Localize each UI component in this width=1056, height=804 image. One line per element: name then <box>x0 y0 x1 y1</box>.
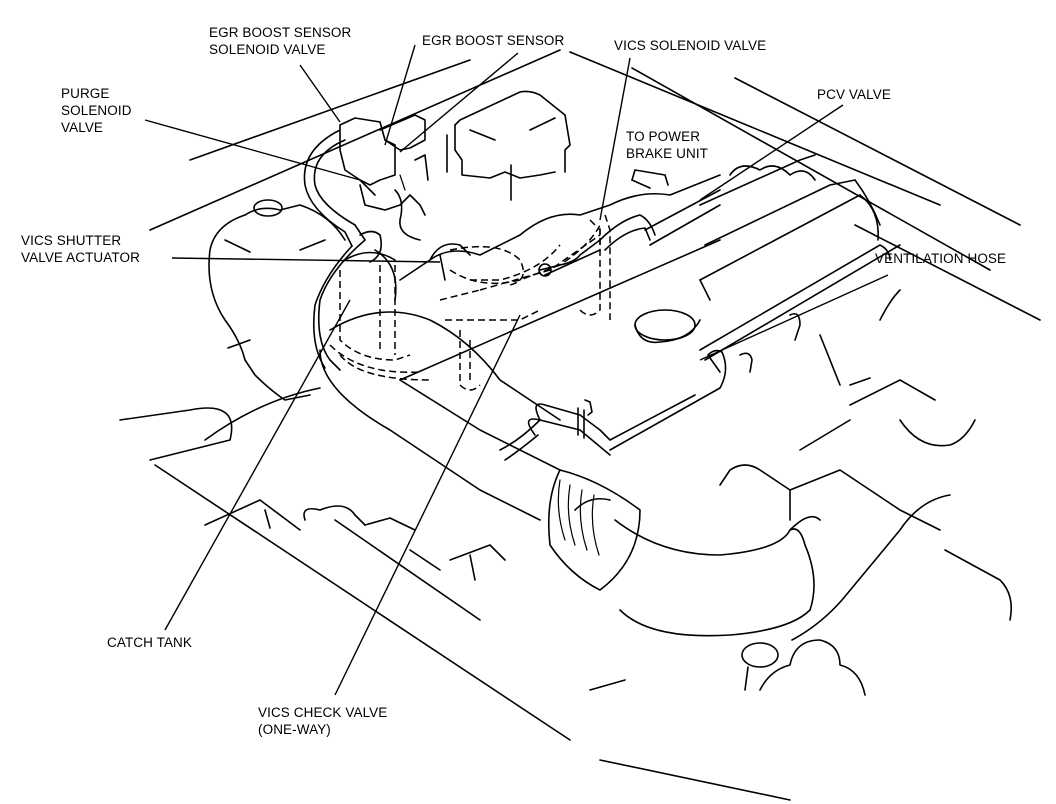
leader-lines <box>144 44 889 696</box>
solenoid-valve-cluster <box>339 114 429 241</box>
label-line: BRAKE UNIT <box>626 146 709 161</box>
label-line: PURGE <box>61 86 110 101</box>
catch-tank <box>329 251 431 381</box>
label-ventilation-hose: VENTILATION HOSE <box>875 250 1006 267</box>
label-line: SOLENOID VALVE <box>209 42 326 57</box>
label-line: PCV VALVE <box>817 87 891 102</box>
leader-egr-boost-sensor-a <box>384 44 416 146</box>
cylinder-head-cover <box>399 154 901 386</box>
label-line: EGR BOOST SENSOR <box>209 25 352 40</box>
label-line: SOLENOID <box>61 103 132 118</box>
label-catch-tank: CATCH TANK <box>107 634 192 651</box>
label-purge-solenoid-valve: PURGE SOLENOID VALVE <box>61 85 132 136</box>
intake-air-duct <box>319 311 821 637</box>
leader-vics-solenoid-valve <box>599 57 631 221</box>
intake-plenum <box>399 169 721 391</box>
leader-vics-check-valve <box>334 314 521 696</box>
label-line: VICS CHECK VALVE <box>258 705 388 720</box>
label-line: VALVE ACTUATOR <box>21 250 140 265</box>
label-to-power-brake-unit: TO POWER BRAKE UNIT <box>626 128 708 162</box>
leader-pcv-valve <box>699 104 844 201</box>
label-line: VICS SOLENOID VALVE <box>614 38 767 53</box>
relay-box <box>446 90 571 201</box>
label-line: VALVE <box>61 120 104 135</box>
coolant-reservoir <box>208 199 346 401</box>
leader-catch-tank <box>164 299 351 631</box>
body-outline-lines <box>119 49 1041 801</box>
label-vics-solenoid-valve: VICS SOLENOID VALVE <box>614 37 766 54</box>
leader-egr-boost-sensor-b <box>399 52 519 153</box>
label-vics-check-valve: VICS CHECK VALVE (ONE-WAY) <box>258 704 387 738</box>
leader-vics-shutter-valve-actuator <box>171 257 441 263</box>
label-line: EGR BOOST SENSOR <box>422 33 565 48</box>
label-line: VENTILATION HOSE <box>875 251 1007 266</box>
label-line: TO POWER <box>626 129 701 144</box>
ventilation-hose <box>499 349 727 461</box>
leader-egr-boost-sensor-solenoid-valve <box>299 64 341 123</box>
label-line: VICS SHUTTER <box>21 233 122 248</box>
label-pcv-valve: PCV VALVE <box>817 86 891 103</box>
label-line: CATCH TANK <box>107 635 193 650</box>
label-line: (ONE-WAY) <box>258 722 331 737</box>
label-egr-boost-sensor: EGR BOOST SENSOR <box>422 32 564 49</box>
label-egr-boost-sensor-solenoid-valve: EGR BOOST SENSOR SOLENOID VALVE <box>209 24 351 58</box>
lower-engine-details <box>204 499 626 691</box>
leader-ventilation-hose <box>699 274 889 361</box>
label-vics-shutter-valve-actuator: VICS SHUTTER VALVE ACTUATOR <box>21 232 140 266</box>
leader-purge-solenoid-valve <box>144 119 361 181</box>
vacuum-hoses <box>303 129 397 371</box>
right-side-components <box>741 379 1013 696</box>
